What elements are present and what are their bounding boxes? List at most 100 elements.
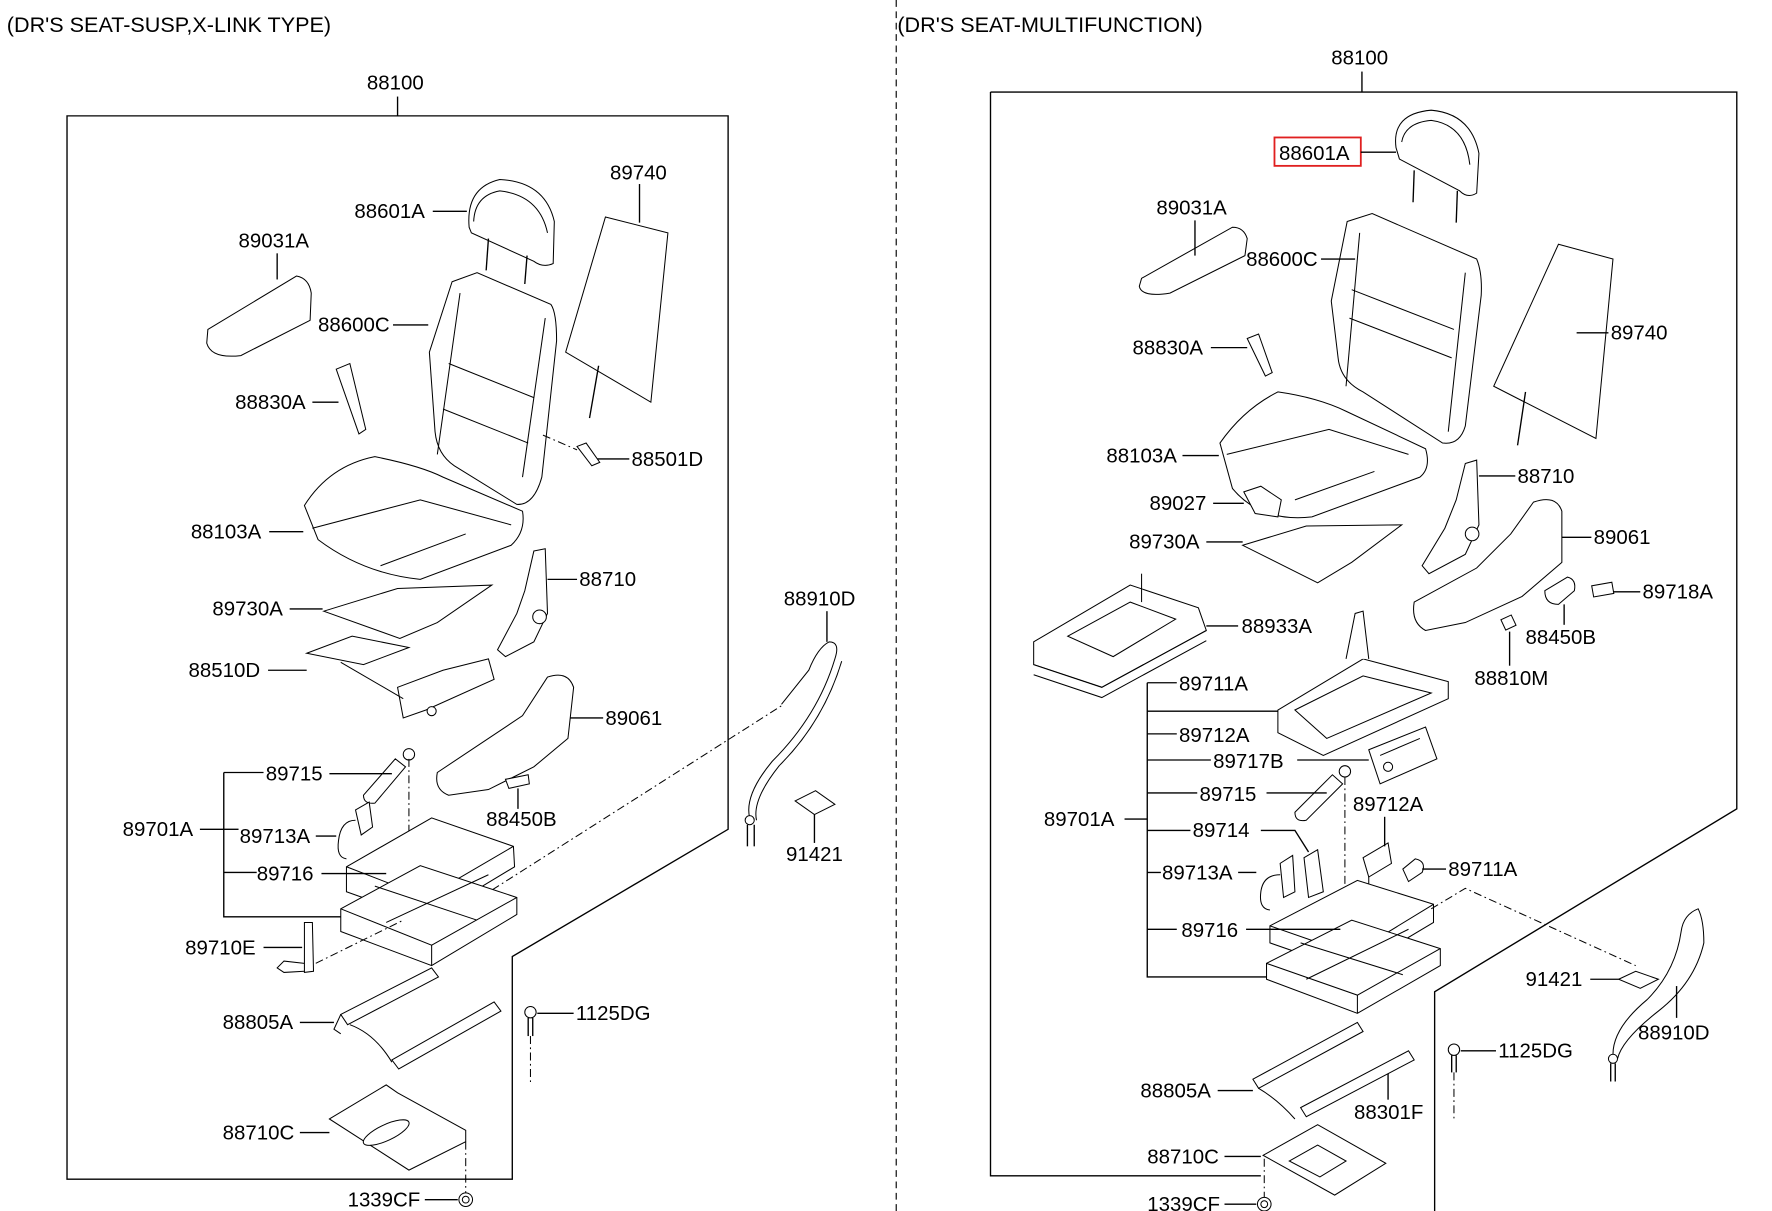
callout-88710[interactable]: 88710	[579, 568, 636, 591]
valve-part-right[interactable]	[1303, 848, 1324, 899]
callout-89711A-2-right[interactable]: 89711A	[1448, 858, 1517, 881]
callout-88810M-right[interactable]: 88810M	[1474, 667, 1548, 690]
cable-part[interactable]	[748, 641, 838, 819]
headrest-part-right[interactable]	[1395, 109, 1480, 223]
shock-absorber-part-right[interactable]	[1294, 774, 1344, 822]
callout-89712A-right[interactable]: 89712A	[1179, 724, 1250, 747]
nut-part-right[interactable]	[1256, 1196, 1272, 1211]
seat-back-part[interactable]	[428, 272, 558, 505]
cushion-frame-part[interactable]	[304, 635, 495, 719]
mounting-plate-part[interactable]	[328, 1084, 467, 1171]
cushion-pad-part[interactable]	[322, 584, 494, 639]
callout-88600C[interactable]: 88600C	[318, 314, 390, 337]
callout-1125DG[interactable]: 1125DG	[576, 1002, 651, 1025]
recliner-part[interactable]	[496, 548, 549, 658]
callout-89730A[interactable]: 89730A	[212, 598, 283, 621]
callout-89715-right[interactable]: 89715	[1200, 783, 1257, 806]
callout-89031A[interactable]: 89031A	[239, 230, 310, 253]
callout-89714-right[interactable]: 89714	[1193, 819, 1250, 842]
lever-part[interactable]	[354, 801, 374, 836]
seat-cushion-part[interactable]	[303, 456, 524, 580]
callout-89711A-right[interactable]: 89711A	[1179, 673, 1248, 696]
seat-back-board-part-right[interactable]	[1493, 243, 1614, 440]
callout-91421-right[interactable]: 91421	[1526, 968, 1583, 991]
seat-track-part[interactable]	[333, 967, 502, 1070]
lever-part-right[interactable]	[1279, 854, 1296, 899]
callout-88501D[interactable]: 88501D	[632, 448, 704, 471]
callout-88710-right[interactable]: 88710	[1518, 465, 1575, 488]
armrest-part[interactable]	[206, 275, 312, 357]
callout-88301F-right[interactable]: 88301F	[1354, 1101, 1423, 1124]
callout-88450B[interactable]: 88450B	[486, 808, 556, 831]
recliner-part-right[interactable]	[1421, 459, 1480, 575]
callout-88450B-right[interactable]: 88450B	[1526, 626, 1596, 649]
callout-89718A-right[interactable]: 89718A	[1643, 581, 1714, 604]
bracket-part[interactable]	[303, 921, 315, 974]
callout-88910D-right[interactable]: 88910D	[1638, 1021, 1710, 1044]
callout-89061[interactable]: 89061	[605, 707, 662, 730]
upper-frame-part-right[interactable]	[1277, 610, 1449, 757]
base-cover-part-right[interactable]	[1033, 573, 1207, 699]
armrest-part-right[interactable]	[1138, 226, 1248, 295]
callout-88910D[interactable]: 88910D	[784, 587, 856, 610]
callout-89730A-right[interactable]: 89730A	[1129, 531, 1200, 554]
callout-1339CF[interactable]: 1339CF	[348, 1188, 421, 1211]
callout-88830A[interactable]: 88830A	[235, 391, 306, 414]
callout-88103A[interactable]: 88103A	[191, 520, 262, 543]
clip-part-right[interactable]	[1500, 614, 1517, 631]
callout-89717B-right[interactable]: 89717B	[1213, 750, 1283, 773]
seat-track-part-right[interactable]	[1252, 1021, 1415, 1120]
callout-89713A[interactable]: 89713A	[240, 825, 311, 848]
handle-part-right[interactable]	[1402, 858, 1424, 883]
callout-88100[interactable]: 88100	[367, 72, 424, 95]
callout-89031A-right[interactable]: 89031A	[1156, 197, 1227, 220]
callout-88601A-right[interactable]: 88601A	[1279, 142, 1350, 165]
callout-88710C-right[interactable]: 88710C	[1147, 1145, 1219, 1168]
bracket-part-right-2[interactable]	[1362, 842, 1393, 878]
compressor-part-right[interactable]	[1368, 726, 1438, 785]
callout-89027-right[interactable]: 89027	[1150, 492, 1207, 515]
callout-89716-right[interactable]: 89716	[1181, 919, 1238, 942]
suspension-frame-part[interactable]	[340, 817, 518, 967]
callout-89713A-right[interactable]: 89713A	[1162, 861, 1233, 884]
bolt-part-right[interactable]	[1447, 1043, 1461, 1073]
seat-back-board-part[interactable]	[565, 216, 669, 403]
label-part[interactable]	[794, 790, 836, 816]
cushion-pad-part-right[interactable]	[1241, 524, 1404, 584]
callout-89710E[interactable]: 89710E	[185, 936, 255, 959]
callout-89740-right[interactable]: 89740	[1611, 322, 1668, 345]
callout-89716[interactable]: 89716	[257, 862, 314, 885]
callout-88830A-right[interactable]: 88830A	[1132, 336, 1203, 359]
switch-part-right[interactable]	[1591, 581, 1615, 598]
bolt-part[interactable]	[524, 1006, 537, 1037]
callout-89701A[interactable]: 89701A	[123, 818, 194, 841]
callout-88805A[interactable]: 88805A	[223, 1011, 294, 1034]
callout-88510D[interactable]: 88510D	[189, 659, 261, 682]
callout-89061-right[interactable]: 89061	[1594, 526, 1651, 549]
callout-88805A-right[interactable]: 88805A	[1140, 1079, 1211, 1102]
label-part-right[interactable]	[1617, 970, 1660, 989]
side-shield-part[interactable]	[436, 674, 575, 796]
nut-part[interactable]	[458, 1192, 474, 1207]
knob-part-right[interactable]	[1544, 576, 1576, 605]
callout-88600C-right[interactable]: 88600C	[1246, 248, 1318, 271]
seat-belt-buckle-part-right[interactable]	[1246, 333, 1273, 377]
shock-absorber-part[interactable]	[362, 758, 407, 804]
callout-88103A-right[interactable]: 88103A	[1106, 444, 1177, 467]
callout-1339CF-right[interactable]: 1339CF	[1147, 1193, 1220, 1211]
seat-belt-buckle-part[interactable]	[335, 362, 367, 435]
headrest-part[interactable]	[468, 178, 555, 285]
callout-89701A-right[interactable]: 89701A	[1044, 808, 1115, 831]
callout-89712A-2-right[interactable]: 89712A	[1353, 793, 1424, 816]
callout-91421[interactable]: 91421	[786, 843, 843, 866]
recliner-knob-part[interactable]	[576, 442, 601, 467]
knob-part[interactable]	[504, 774, 530, 789]
callout-1125DG-right[interactable]: 1125DG	[1498, 1040, 1573, 1063]
callout-88601A[interactable]: 88601A	[354, 200, 425, 223]
callout-89715[interactable]: 89715	[266, 762, 323, 785]
callout-88100-right[interactable]: 88100	[1331, 47, 1388, 70]
seat-back-part-right[interactable]	[1330, 213, 1482, 444]
mounting-plate-part-right[interactable]	[1262, 1124, 1387, 1196]
callout-88710C[interactable]: 88710C	[223, 1121, 295, 1144]
suspension-frame-part-right[interactable]	[1266, 879, 1441, 1014]
